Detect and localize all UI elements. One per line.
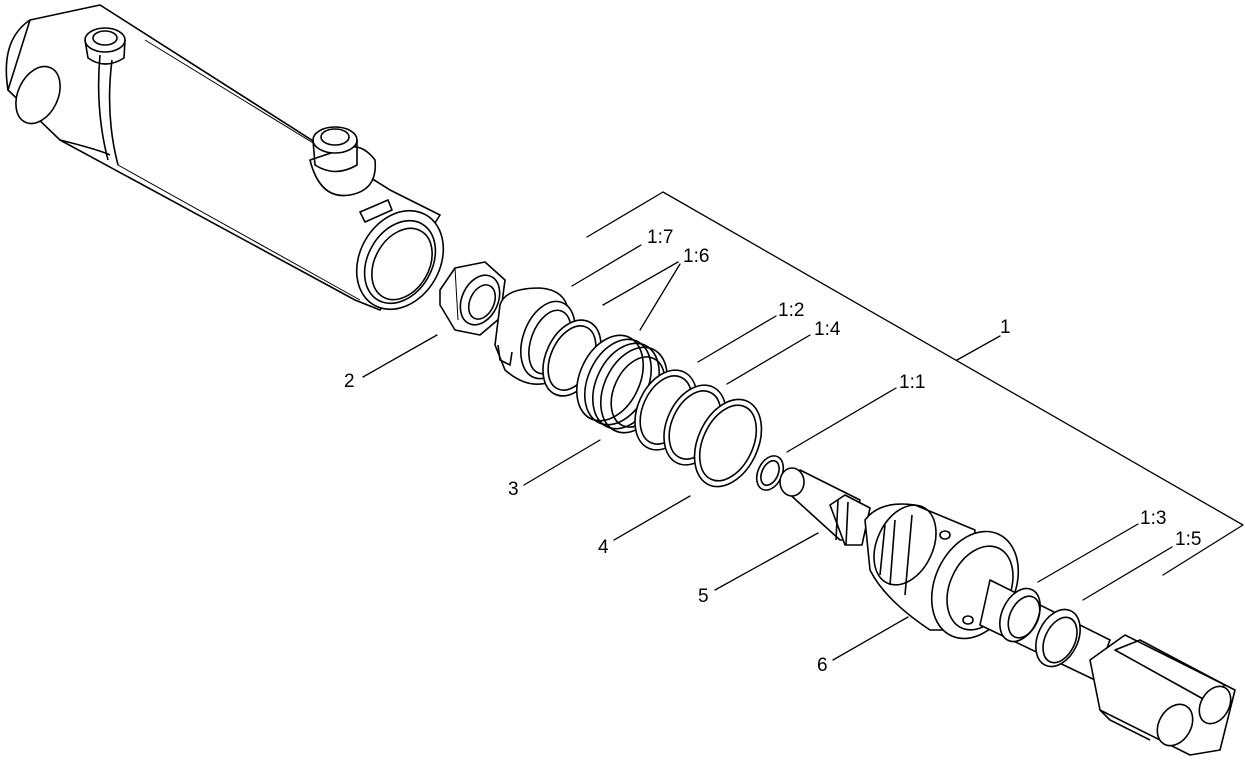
callout-1-3: 1:3 [1140, 508, 1166, 529]
callout-1-6: 1:6 [683, 246, 709, 267]
callout-1: 1 [1000, 317, 1011, 338]
callout-1-1: 1:1 [899, 372, 925, 393]
callout-labels: 1 1:7 1:6 1:2 1:4 1:1 1:3 1:5 2 3 4 5 6 [344, 227, 1201, 676]
callout-3: 3 [508, 479, 519, 500]
piston-body-part-6 [864, 503, 1236, 756]
kit-bracket-1 [586, 191, 1244, 576]
callout-5: 5 [698, 586, 709, 607]
leader-lines [362, 244, 1173, 661]
ring-part-4 [693, 398, 763, 488]
callout-2: 2 [344, 371, 355, 392]
piston-rod-part-5 [779, 467, 871, 546]
callout-1-7: 1:7 [647, 227, 673, 248]
callout-4: 4 [598, 537, 609, 558]
cylinder-barrel [5, 4, 445, 311]
nut-part-2 [439, 261, 506, 336]
callout-1-5: 1:5 [1175, 529, 1201, 550]
callout-1-4: 1:4 [814, 319, 841, 340]
callout-6: 6 [817, 655, 828, 676]
o-ring-part-1-1 [755, 455, 785, 491]
callout-1-2: 1:2 [778, 300, 804, 321]
